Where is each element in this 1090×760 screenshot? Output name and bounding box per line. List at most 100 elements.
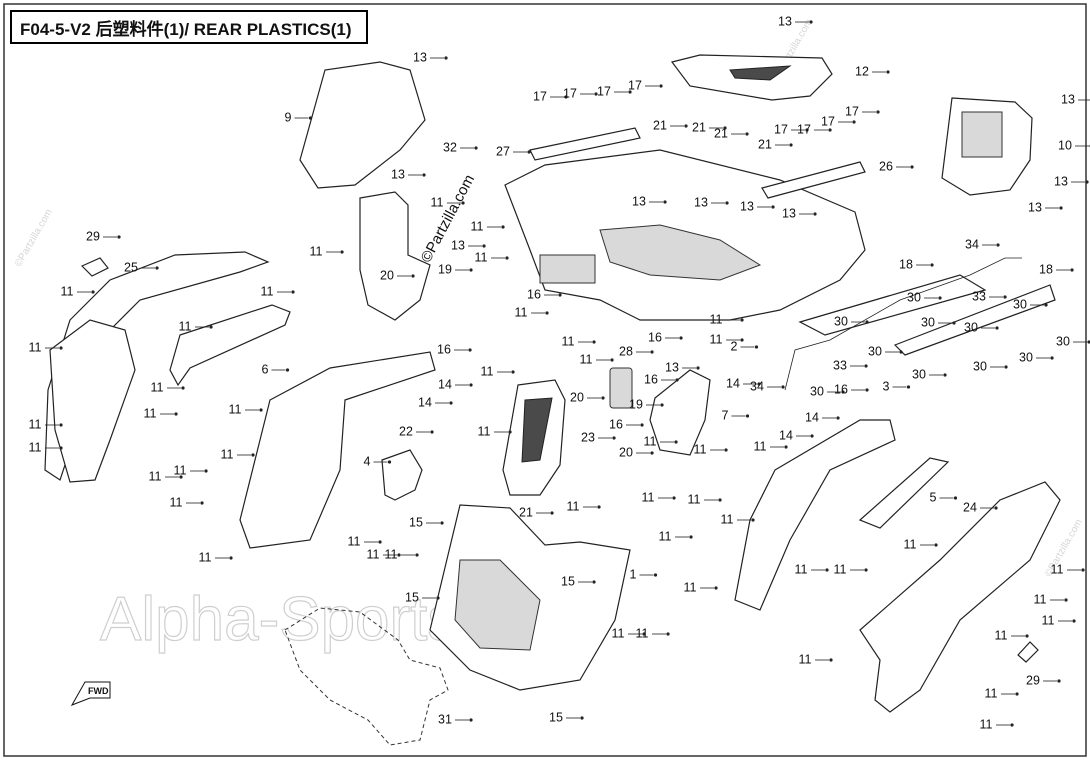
callout-leader-dot [740,318,744,322]
callout-leader-dot [809,20,813,24]
callout-c14d: 14 [805,410,840,424]
callout-label: 11 [431,195,444,209]
callout-c1: 1 [630,567,658,581]
callout-leader-dot [745,414,750,418]
diagram-title-box: F04-5-V2 后塑料件(1)/ REAR PLASTICS(1) [10,10,368,44]
callout-label: 13 [1061,92,1075,106]
callout-leader-dot [996,243,1000,247]
callout-c11aj: 11 [367,547,401,561]
callout-c12: 12 [855,64,890,78]
callout-label: 20 [380,268,394,282]
callout-leader-dot [550,511,554,515]
callout-c11au: 11 [799,652,833,666]
callout-leader-dot [1085,180,1089,184]
callout-c11as: 11 [612,626,646,640]
callout-leader-dot [805,128,809,132]
callout-leader-dot [1064,598,1068,602]
callout-label: 13 [694,195,708,209]
callout-leader-dot [444,56,448,60]
callout-c20a: 20 [380,268,415,282]
callout-leader-dot [592,340,596,344]
callout-label: 18 [899,257,913,271]
callout-label: 14 [779,428,793,442]
callout-c16b: 16 [648,330,683,344]
callout-leader-dot [1070,268,1074,272]
callout-c11q: 11 [144,406,178,420]
callout-leader-dot [59,423,63,427]
callout-leader-dot [934,543,938,547]
callout-label: 11 [310,244,323,258]
callout-label: 11 [481,364,494,378]
part-25-lower [49,319,136,483]
callout-label: 24 [963,500,977,514]
callout-label: 11 [149,469,162,483]
callout-c11u: 11 [221,447,255,461]
callout-leader-dot [1015,692,1019,696]
callout-c11s: 11 [478,424,512,438]
callout-leader-dot [59,346,63,350]
callout-label: 11 [170,495,183,509]
callout-c10: 10 [1058,138,1090,152]
callout-c32: 32 [443,140,478,154]
callout-leader-dot [461,201,465,205]
callout-label: 16 [648,330,662,344]
callout-c30e: 30 [964,320,999,334]
callout-label: 17 [821,114,835,128]
callout-label: 18 [1039,262,1053,276]
callout-label: 11 [904,537,917,551]
callout-leader-dot [841,390,845,394]
callout-leader-dot [943,373,947,377]
callout-leader-dot [789,143,793,147]
callout-leader-dot [666,632,670,636]
callout-leader-dot [930,263,934,267]
callout-label: 16 [609,417,623,431]
callout-leader-dot [564,95,568,99]
callout-leader-dot [659,84,663,88]
callout-leader-dot [1050,356,1054,360]
callout-c11i: 11 [710,312,744,326]
callout-label: 20 [619,445,633,459]
callout-label: 21 [714,126,728,140]
callout-label: 22 [399,424,413,438]
callout-leader-dot [610,358,614,362]
callout-leader-dot [899,350,903,354]
callout-leader-dot [259,408,263,412]
callout-c11aa: 11 [170,495,204,509]
callout-label: 11 [174,463,187,477]
part-1-inner [454,559,541,651]
callout-c11p: 11 [229,402,263,416]
callout-leader-dot [714,586,718,590]
part-23-grille [521,397,553,463]
callout-leader-dot [675,378,679,382]
callout-c11h: 11 [179,319,213,333]
callout-leader-dot [813,212,817,216]
callout-leader-dot [836,416,840,420]
callout-label: 13 [391,167,405,181]
callout-leader-dot [436,596,440,600]
callout-label: 28 [619,344,633,358]
part-6-panel [169,304,291,387]
callout-leader-dot [995,326,999,330]
callout-c11ai: 11 [199,550,233,564]
callout-label: 16 [644,372,658,386]
callout-c29b: 29 [1026,673,1061,687]
callout-label: 30 [1056,334,1070,348]
callout-leader-dot [723,126,727,130]
callout-leader-dot [886,70,890,74]
callout-leader-dot [953,496,958,500]
callout-c18a: 18 [899,257,934,271]
callout-c23: 23 [581,430,616,444]
callout-label: 10 [1058,138,1072,152]
callout-label: 11 [694,442,707,456]
callout-c15b: 15 [405,590,440,604]
callout-c11am: 11 [795,562,829,576]
callout-c11aw: 11 [980,717,1014,731]
callout-leader-dot [1059,206,1063,210]
callout-leader-dot [251,453,255,457]
callout-c11v: 11 [644,434,678,448]
callout-c13i: 13 [740,199,775,213]
callout-c5: 5 [930,490,958,504]
callout-c21d: 21 [758,137,793,151]
callout-leader-dot [469,383,473,387]
